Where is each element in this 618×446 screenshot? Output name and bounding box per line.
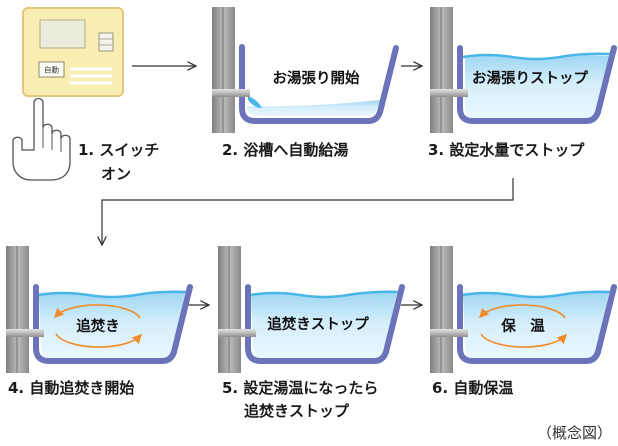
step-3-label: お湯張りストップ [472,70,588,87]
step-6-tub: 保 温 [430,246,617,373]
water-layer [465,55,609,118]
circulation-arrow-icon [55,333,143,348]
arrow-step3-to-4 [102,178,514,245]
water-surface [249,290,399,299]
faucet-pipe [212,89,250,97]
step-2-caption: 2. 浴槽へ自動給湯 [222,141,348,159]
faucet-pipe [430,89,468,97]
step-4-caption: 4. 自動追焚き開始 [8,379,134,397]
step-4-label: 追焚き [76,317,120,335]
tub-outline [457,284,617,364]
step-2-label: お湯張り開始 [273,69,360,87]
panel-display-screen [39,19,86,49]
water-layer [247,100,380,116]
tub-outline [457,45,617,124]
auto-button-label: 自動 [44,65,59,75]
pointing-hand-icon [12,97,71,181]
circulation-arrow-icon [53,304,141,319]
circulation-arrow-icon [478,304,566,319]
step-1-caption-line-1: 1. スイッチ [78,141,159,159]
water-surface [461,290,611,299]
water-surface [37,290,187,299]
water-layer [251,292,397,358]
faucet-pipe [430,329,468,337]
step-2-tub: お湯張り開始 [212,7,399,133]
step-4-tub: 追焚き [6,246,193,373]
tub-outline [245,284,405,364]
panel-side-button [98,32,114,52]
step-captions: 1. スイッチ オン 2. 浴槽へ自動給湯 3. 設定水量でストップ 4. 自動… [8,141,585,420]
tub-outline [33,284,193,364]
water-surface [462,52,611,61]
step-1-caption-line-2: オン [101,165,131,183]
water-flow-icon [248,96,262,108]
step-3-caption: 3. 設定水量でストップ [428,141,585,159]
auto-button [38,61,65,78]
step-6-caption: 6. 自動保温 [432,379,513,397]
faucet-pipe [218,329,256,337]
step-6-label: 保 温 [500,317,545,335]
step-5-tub: 追焚きストップ [218,246,405,373]
faucet-pipe [6,329,44,337]
step-5-label: 追焚きストップ [267,315,369,333]
step-5-caption-line-1: 5. 設定湯温になったら [222,379,378,397]
step-3-tub: お湯張りストップ [430,7,617,133]
tub-outline [239,44,399,124]
circulation-arrow-icon [480,333,568,348]
flow-arrows [102,66,514,305]
conceptual-diagram-note: （概念図） [537,424,612,442]
step-1-panel-group: 自動 [12,7,124,181]
water-layer [39,292,185,358]
water-layer [463,292,609,358]
step-5-caption-line-2: 追焚きストップ [244,402,350,420]
